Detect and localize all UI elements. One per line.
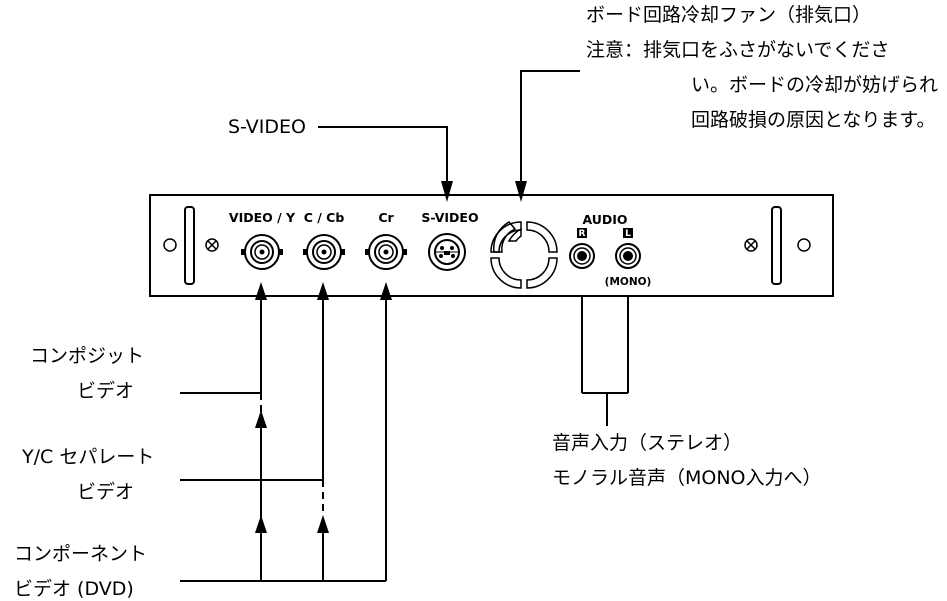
label-svideo: S-VIDEO: [421, 210, 478, 225]
audio-badge-r: R: [577, 228, 587, 239]
component-label-line2: ビデオ (DVD): [14, 578, 134, 600]
mount-hole-left: [163, 238, 177, 252]
input-lines: [180, 282, 392, 582]
mount-slot-right: [771, 206, 782, 285]
mount-hole-right: [797, 238, 811, 252]
audio-bracket: [581, 296, 629, 426]
label-mono: (MONO): [605, 276, 652, 288]
mount-slot-left: [184, 206, 195, 285]
bnc-connector-c-cb: [303, 234, 345, 270]
fan-callout-note-3: 回路破損の原因となります。: [691, 109, 936, 131]
audio-jack-right: [569, 243, 595, 269]
component-label-line1: コンポーネント: [14, 543, 148, 565]
composite-label-line1: コンポジット: [30, 345, 145, 367]
svideo-callout-line: [318, 126, 448, 183]
bnc-connector-video-y: [241, 234, 283, 270]
audio-callout-line1: 音声入力（ステレオ）: [552, 432, 743, 454]
fan-callout-arrow: [515, 181, 527, 202]
audio-badge-l: L: [623, 228, 633, 239]
screw-right-icon: [744, 238, 758, 252]
svideo-callout-label: S-VIDEO: [228, 116, 306, 138]
svg-text:R: R: [579, 229, 586, 239]
fan-vent-icon: [490, 221, 558, 289]
fan-callout-note-2: い。ボードの冷却が妨げられ: [691, 74, 939, 96]
svideo-connector: [428, 233, 466, 271]
label-audio: AUDIO: [582, 212, 627, 227]
fan-callout-title: ボード回路冷却ファン（排気口）: [586, 4, 872, 26]
audio-callout-line2: モノラル音声（MONO入力へ）: [552, 467, 822, 489]
yc-label-line1: Y/C セパレート: [22, 446, 155, 468]
label-cr: Cr: [378, 210, 394, 225]
bnc-connector-cr: [365, 234, 407, 270]
svg-text:L: L: [625, 229, 631, 239]
label-c-cb: C / Cb: [304, 210, 345, 225]
svideo-callout-arrow: [441, 181, 453, 202]
composite-label-line2: ビデオ: [77, 380, 135, 402]
audio-jack-left: [615, 243, 641, 269]
yc-label-line2: ビデオ: [77, 481, 135, 503]
screw-left-icon: [205, 238, 219, 252]
label-video-y: VIDEO / Y: [229, 210, 296, 225]
fan-callout-note-1: 注意：排気口をふさがないでくださ: [586, 39, 890, 61]
fan-callout-line: [520, 70, 580, 183]
